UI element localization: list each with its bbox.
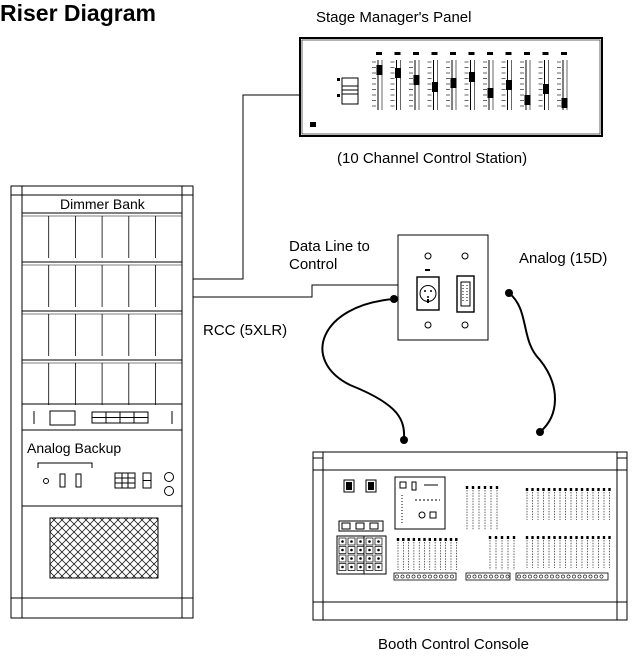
console-terminal-row bbox=[393, 572, 457, 581]
analog-backup-unit bbox=[22, 462, 182, 507]
console-keypad bbox=[363, 535, 387, 575]
panel-fader bbox=[520, 52, 531, 110]
rack-control-strip bbox=[22, 403, 182, 431]
console-lower-fader-bank-left bbox=[396, 538, 458, 570]
console-keypad bbox=[336, 535, 369, 575]
rcc-data-line bbox=[193, 284, 398, 298]
console-upper-fader-bank bbox=[525, 488, 611, 520]
panel-fader bbox=[427, 52, 438, 110]
console-faders bbox=[396, 486, 611, 570]
d15-connector bbox=[456, 275, 475, 313]
console-master-faders bbox=[465, 486, 499, 530]
analog-label: Analog (15D) bbox=[519, 250, 608, 267]
console-terminal-rows bbox=[393, 572, 609, 581]
dimmer-module-row bbox=[22, 212, 182, 258]
panel-faders bbox=[372, 52, 568, 110]
diagram-title: Riser Diagram bbox=[0, 0, 156, 26]
panel-fader bbox=[390, 52, 401, 110]
dimmer-bank-label: Dimmer Bank bbox=[60, 196, 145, 212]
stage-panel-subtitle: (10 Channel Control Station) bbox=[337, 150, 528, 167]
panel-fader bbox=[557, 52, 568, 110]
xlr-connector bbox=[416, 276, 440, 311]
console-display-block bbox=[394, 476, 446, 530]
console-keypads bbox=[336, 535, 387, 575]
dimmer-modules bbox=[22, 212, 182, 405]
panel-indicator-led bbox=[310, 122, 316, 127]
panel-fader bbox=[446, 52, 457, 110]
console-button-row bbox=[338, 520, 384, 532]
analog-backup-label: Analog Backup bbox=[27, 440, 122, 456]
panel-master-switch bbox=[337, 77, 359, 105]
dimmer-module-row bbox=[22, 310, 182, 356]
panel-fader bbox=[464, 52, 475, 110]
console-submaster-faders bbox=[488, 536, 516, 570]
console-terminal-row bbox=[465, 572, 511, 581]
console-lower-fader-bank-right bbox=[525, 536, 611, 568]
rcc-cable bbox=[321, 298, 406, 441]
data-line-label-line2: Control bbox=[289, 256, 338, 273]
analog-cable bbox=[508, 292, 556, 433]
booth-console-label: Booth Control Console bbox=[378, 636, 529, 653]
panel-fader bbox=[483, 52, 494, 110]
booth-control-console bbox=[312, 451, 628, 621]
stage-managers-panel bbox=[299, 37, 603, 137]
dimmer-rack bbox=[10, 185, 194, 619]
console-terminal-row bbox=[515, 572, 609, 581]
cables bbox=[193, 94, 556, 444]
data-line-label-line1: Data Line to bbox=[289, 238, 370, 255]
panel-fader bbox=[501, 52, 512, 110]
panel-fader bbox=[372, 52, 383, 110]
stage-panel-label: Stage Manager's Panel bbox=[316, 9, 472, 26]
wall-plate bbox=[397, 234, 489, 341]
rack-vent-grille bbox=[49, 517, 159, 579]
rcc-label: RCC (5XLR) bbox=[203, 322, 288, 339]
panel-fader bbox=[538, 52, 549, 110]
panel-to-dimmer-cable bbox=[193, 94, 300, 280]
dimmer-module-row bbox=[22, 359, 182, 405]
dimmer-module-row bbox=[22, 261, 182, 307]
panel-fader bbox=[409, 52, 420, 110]
